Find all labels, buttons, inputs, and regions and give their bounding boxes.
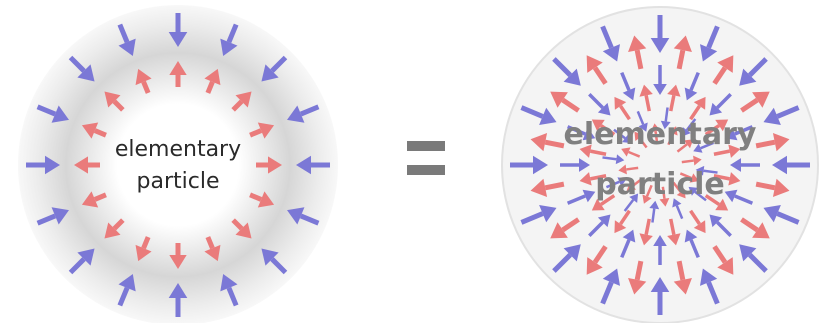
- right-particle-diagram: elementary particle: [502, 7, 818, 323]
- right-label-line1: elementary: [564, 117, 757, 152]
- equals-sign: [407, 141, 445, 175]
- equals-bottom-bar: [407, 165, 445, 175]
- left-label-line2: particle: [137, 169, 220, 194]
- left-label-line1: elementary: [115, 137, 241, 162]
- equals-top-bar: [407, 141, 445, 151]
- right-particle-disk: [502, 7, 818, 323]
- left-particle-halo: [18, 5, 338, 323]
- right-label-line2: particle: [595, 167, 725, 202]
- left-particle-diagram: elementary particle: [18, 5, 338, 323]
